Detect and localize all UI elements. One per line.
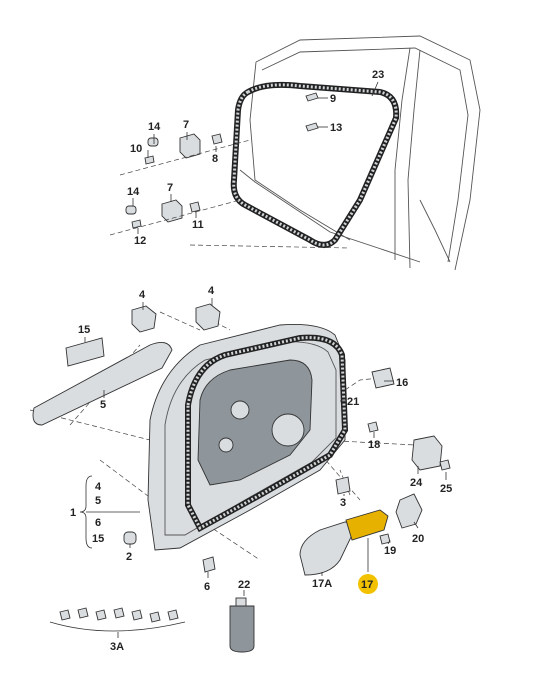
upper-fasteners xyxy=(125,92,319,229)
part-25-screw xyxy=(439,459,451,471)
door-opening-seal xyxy=(230,81,400,248)
callout-3a: 3A xyxy=(110,641,124,653)
callout-labels: 23 9 13 14 7 10 8 14 7 11 12 4 4 15 5 16… xyxy=(70,69,452,653)
group-1-item-6: 6 xyxy=(95,517,101,529)
callout-5: 5 xyxy=(100,399,106,411)
part-7-upper-bracket xyxy=(179,133,201,159)
part-2-plug xyxy=(123,531,137,545)
callout-19: 19 xyxy=(384,545,396,557)
callout-4-right: 4 xyxy=(208,285,215,297)
part-10-screw xyxy=(144,155,155,165)
part-4-hinge-left xyxy=(131,305,157,333)
leader-lines xyxy=(79,81,447,638)
callout-11: 11 xyxy=(192,219,204,231)
part-17-strap xyxy=(345,509,389,541)
callout-6: 6 xyxy=(204,581,210,593)
callout-3: 3 xyxy=(340,497,346,509)
part-18-screw xyxy=(367,421,379,433)
callout-10: 10 xyxy=(130,143,142,155)
door-shell xyxy=(147,324,349,551)
part-16-catch xyxy=(371,367,395,389)
callout-8: 8 xyxy=(212,153,218,165)
left-parts xyxy=(32,303,221,573)
part-19-screw xyxy=(379,533,391,545)
callout-7-lower: 7 xyxy=(167,182,173,194)
right-parts xyxy=(299,367,451,576)
callout-22: 22 xyxy=(238,579,250,591)
callout-14-upper: 14 xyxy=(148,121,161,133)
part-20-cover xyxy=(395,493,423,529)
callout-13: 13 xyxy=(330,122,342,134)
callout-4-left: 4 xyxy=(139,289,146,301)
part-9-bolt xyxy=(305,92,319,102)
part-15-pad xyxy=(65,337,105,367)
part-4-hinge-right xyxy=(195,303,221,331)
callout-20: 20 xyxy=(412,533,424,545)
part-5-beam xyxy=(32,341,173,426)
part-13-bolt xyxy=(305,122,319,132)
callout-17-highlight xyxy=(358,574,378,594)
group-1-item-5: 5 xyxy=(95,495,101,507)
callout-17a: 17A xyxy=(312,578,332,590)
group-1-label: 1 xyxy=(70,507,76,519)
part-7-lower-bracket xyxy=(161,199,183,223)
part-6-bolt xyxy=(202,556,216,573)
callout-7-upper: 7 xyxy=(183,119,189,131)
body-side-frame xyxy=(239,35,481,271)
part-3a-fastener-set xyxy=(49,607,186,632)
callout-15: 15 xyxy=(78,324,90,336)
callout-12: 12 xyxy=(134,235,146,247)
callout-16: 16 xyxy=(396,377,408,389)
part-22-bottle xyxy=(229,597,255,653)
part-17a-handle xyxy=(299,521,354,576)
callout-24: 24 xyxy=(410,477,423,489)
group-1-item-4: 4 xyxy=(95,481,102,493)
part-24-bracket xyxy=(411,435,443,471)
callout-9: 9 xyxy=(330,93,336,105)
part-14-upper-pin xyxy=(147,137,159,147)
callout-21: 21 xyxy=(347,396,359,408)
callout-23: 23 xyxy=(372,69,384,81)
callout-18: 18 xyxy=(368,439,380,451)
part-3-bolt xyxy=(335,476,351,495)
group-1-item-15: 15 xyxy=(92,533,104,545)
part-12-screw xyxy=(131,219,142,229)
part-14-lower-pin xyxy=(125,205,137,215)
callout-17: 17 xyxy=(361,579,373,591)
callout-14-lower: 14 xyxy=(127,186,140,198)
callout-2: 2 xyxy=(126,551,132,563)
part-11-bolt xyxy=(189,201,201,213)
part-8-bolt xyxy=(211,133,223,145)
callout-25: 25 xyxy=(440,483,452,495)
